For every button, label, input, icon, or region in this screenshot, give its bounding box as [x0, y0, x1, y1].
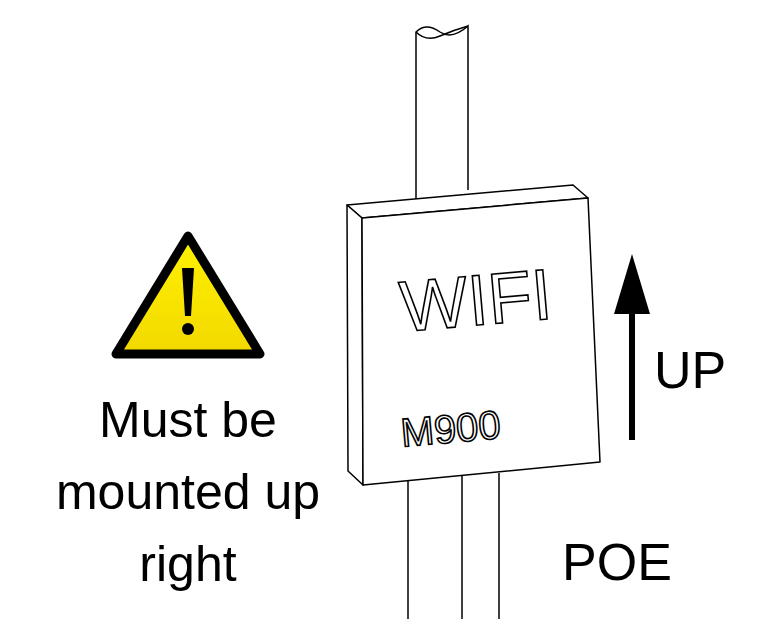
up-arrow — [614, 254, 650, 440]
model-number: M900 — [399, 404, 502, 453]
device-box: WIFI M900 — [345, 183, 607, 489]
power-label: POE — [562, 532, 702, 592]
device-label: WIFI — [397, 258, 555, 343]
warning-note: Must be mounted up right — [48, 384, 328, 600]
warning-symbol — [116, 236, 260, 354]
direction-label: UP — [654, 340, 754, 400]
